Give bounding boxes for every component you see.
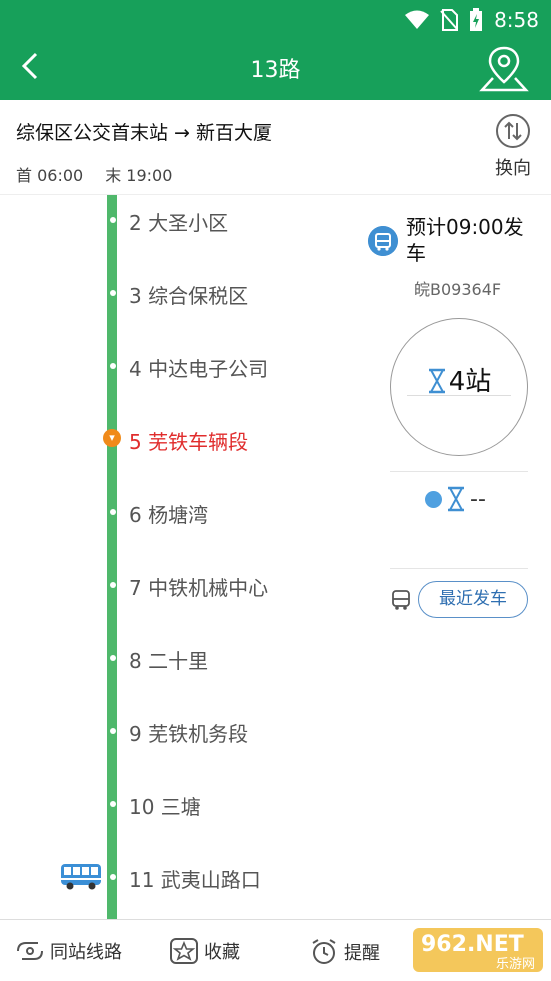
ring-divider — [407, 395, 511, 396]
station-name: 5 芜铁车辆段 — [129, 430, 249, 454]
tab-remind[interactable]: 提醒 — [310, 938, 380, 966]
station-dot — [110, 728, 116, 734]
recent-departure: 最近发车 — [390, 581, 528, 618]
station-item[interactable]: 10 三塘 — [0, 785, 360, 825]
no-sim-icon — [440, 9, 459, 31]
station-dot — [110, 801, 116, 807]
status-bar: 8:58 — [404, 6, 539, 34]
watermark-subtitle: 乐游网 — [495, 957, 535, 972]
bottom-bar: 同站线路 收藏 提醒 962.NET 乐游网 — [0, 919, 551, 981]
next-bus-info: -- — [425, 486, 486, 512]
station-name: 7 中铁机械中心 — [129, 576, 269, 600]
next-bus-dot-icon — [425, 490, 442, 508]
page-title: 13路 — [250, 58, 301, 83]
stops-away-value: 4站 — [448, 367, 492, 397]
station-dot — [110, 290, 116, 296]
tab-label: 同站线路 — [50, 942, 122, 963]
stops-away-ring: 4站 — [390, 318, 528, 456]
swap-label: 换向 — [495, 158, 531, 179]
station-name: 2 大圣小区 — [129, 211, 229, 235]
star-icon — [170, 938, 198, 964]
status-time: 8:58 — [494, 8, 539, 32]
location-pin-icon[interactable] — [479, 44, 529, 92]
station-dot — [110, 363, 116, 369]
departure-estimate: 预计09:00发车 — [406, 215, 524, 265]
current-station-marker-icon: ▾ — [103, 429, 121, 447]
plate-number: 皖B09364F — [414, 280, 502, 299]
route-info: 综保区公交首末站 → 新百大厦 首 06:00 末 19:00 换向 — [0, 100, 551, 195]
last-bus-time: 末 19:00 — [105, 166, 173, 185]
route-line — [107, 195, 117, 920]
same-station-icon — [17, 942, 43, 960]
watermark-brand: 962.NET — [421, 932, 524, 957]
station-item[interactable]: 8 二十里 — [0, 639, 360, 679]
station-name: 10 三塘 — [129, 795, 201, 819]
station-item[interactable]: 3 综合保税区 — [0, 274, 360, 314]
station-name: 8 二十里 — [129, 649, 209, 673]
tab-favorite[interactable]: 收藏 — [170, 938, 240, 964]
hourglass-icon — [448, 486, 464, 512]
station-item[interactable]: 9 芜铁机务段 — [0, 712, 360, 752]
hourglass-icon — [428, 368, 445, 394]
station-item[interactable]: 11 武夷山路口 — [0, 858, 360, 898]
battery-charging-icon — [470, 8, 483, 31]
divider — [390, 471, 528, 472]
station-dot — [110, 655, 116, 661]
tab-label: 收藏 — [204, 942, 240, 963]
station-name: 11 武夷山路口 — [129, 868, 261, 892]
recent-departure-button[interactable]: 最近发车 — [418, 581, 528, 618]
app-header: 8:58 13路 — [0, 0, 551, 100]
station-dot — [110, 582, 116, 588]
tab-label: 提醒 — [344, 943, 380, 964]
station-dot — [110, 217, 116, 223]
swap-icon — [496, 114, 530, 148]
next-bus-value: -- — [470, 486, 486, 512]
stops-away: 4站 — [391, 361, 527, 398]
station-name: 6 杨塘湾 — [129, 503, 209, 527]
route-name: 综保区公交首末站 → 新百大厦 — [16, 122, 272, 144]
station-name: 4 中达电子公司 — [129, 357, 269, 381]
swap-direction-button[interactable]: 换向 — [491, 114, 535, 180]
station-item-current[interactable]: ▾ 5 芜铁车辆段 — [0, 420, 360, 460]
bus-outline-icon — [392, 589, 410, 610]
station-item[interactable]: 2 大圣小区 — [0, 201, 360, 241]
watermark-logo: 962.NET 乐游网 — [413, 928, 543, 972]
station-dot — [110, 509, 116, 515]
station-item[interactable]: 7 中铁机械中心 — [0, 566, 360, 606]
bus-circle-icon — [368, 226, 398, 256]
divider — [390, 568, 528, 569]
station-name: 9 芜铁机务段 — [129, 722, 249, 746]
station-dot — [110, 874, 116, 880]
tab-same-station[interactable]: 同站线路 — [16, 938, 122, 964]
alarm-icon — [312, 939, 336, 964]
station-item[interactable]: 6 杨塘湾 — [0, 493, 360, 533]
station-item[interactable]: 4 中达电子公司 — [0, 347, 360, 387]
bus-icon — [61, 864, 101, 890]
back-arrow-icon[interactable] — [16, 50, 48, 82]
route-time: 首 06:00 末 19:00 — [16, 162, 172, 186]
wifi-icon — [405, 10, 430, 29]
station-name: 3 综合保税区 — [129, 284, 249, 308]
first-bus-time: 首 06:00 — [16, 166, 84, 185]
